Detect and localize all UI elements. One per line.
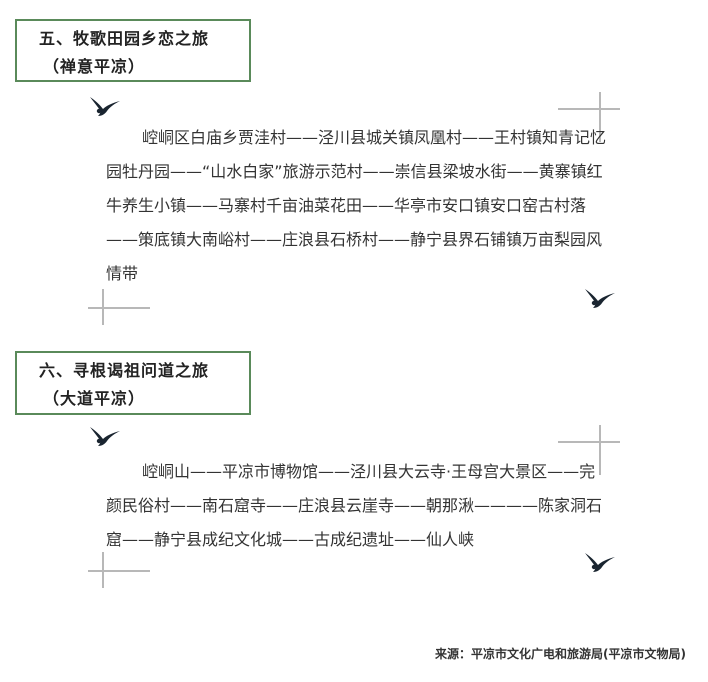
section6-title: 六、寻根谒祖问道之旅 — [39, 361, 210, 380]
swallow-icon — [585, 553, 615, 572]
section5-title: 五、牧歌田园乡恋之旅 — [39, 29, 210, 48]
section5-route-text: 崆峒区白庙乡贾洼村——泾川县城关镇凤凰村——王村镇知青记忆园牡丹园——“山水白家… — [106, 128, 607, 283]
swallow-icon — [585, 289, 615, 308]
crosshair-decoration — [88, 289, 150, 325]
section5-title-box: 五、牧歌田园乡恋之旅 （禅意平凉） — [15, 19, 251, 82]
crosshair-decoration — [558, 92, 620, 142]
crosshair-decoration — [88, 552, 150, 588]
section6-route-text: 崆峒山——平凉市博物馆——泾川县大云寺·王母宫大景区——完颜民俗村——南石窟寺—… — [106, 462, 603, 549]
swallow-icon — [90, 97, 120, 116]
section6-subtitle: （大道平凉） — [43, 389, 146, 408]
section6-title-box: 六、寻根谒祖问道之旅 （大道平凉） — [15, 351, 251, 415]
section5-subtitle: （禅意平凉） — [43, 57, 146, 76]
crosshair-decoration — [558, 425, 620, 475]
swallow-icon — [90, 427, 120, 446]
source-credit: 来源：平凉市文化广电和旅游局(平凉市文物局) — [435, 647, 686, 661]
